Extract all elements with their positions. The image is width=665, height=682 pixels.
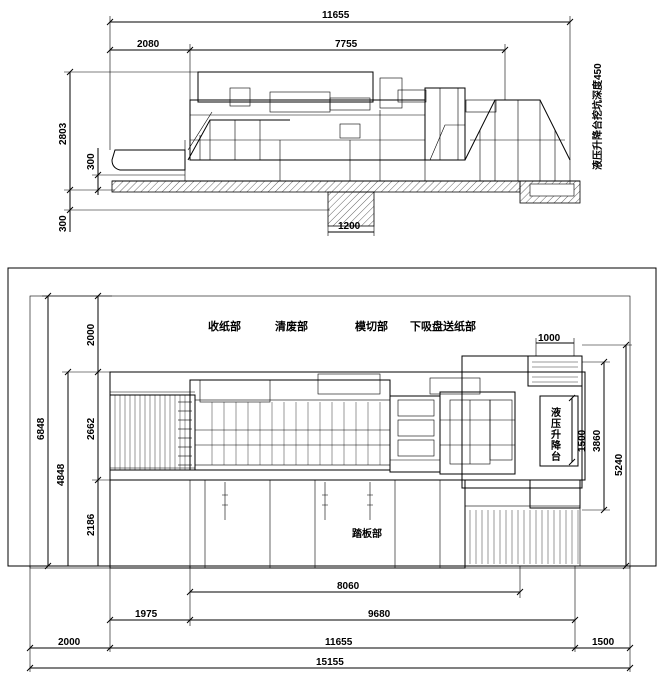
platform-plan: 踏板部 [109, 479, 466, 569]
dim-left-clearance-label: 2000 [58, 637, 81, 648]
elevation-view: 11655 2080 7755 2803 300 [58, 10, 604, 236]
lift-table-note: 液压升降台挖坑深度450 [591, 63, 604, 170]
dim-upper-part-label: 2662 [86, 417, 97, 440]
dim-height: 2803 300 [58, 68, 330, 232]
dim-machine-width-label: 4848 [56, 463, 67, 486]
lift-table-plan: 液压升降台 [461, 355, 583, 567]
plan-bottom-dims: 8060 1975 9680 2000 11655 1500 [26, 566, 634, 672]
dim-pit-width-label: 1200 [338, 221, 361, 232]
dim-sections: 2080 7755 [106, 39, 509, 140]
dim-frame-length-label: 9680 [368, 609, 391, 620]
main-body-plan [189, 373, 391, 471]
dim-feeder-width-label: 3860 [592, 429, 603, 452]
die-cutting-plan [389, 395, 441, 473]
dim-left-section-label: 2080 [137, 39, 160, 50]
dim-total-length: 11655 [106, 10, 574, 195]
section-label-feeder: 下吸盘送纸部 [410, 319, 476, 333]
machine-body-elevation [189, 71, 497, 181]
dim-floor-depth-label: 300 [86, 153, 97, 170]
dim-delivery-offset-label: 1975 [135, 609, 158, 620]
section-label-die-cutting: 模切部 [355, 319, 388, 333]
dim-overall-length-label: 15155 [316, 657, 344, 668]
section-label-platform: 踏板部 [352, 527, 382, 540]
delivery-conveyor-elevation [111, 140, 186, 181]
dim-room-width-label: 6848 [36, 417, 47, 440]
dim-pit-width: 1200 [327, 221, 375, 236]
dim-machine-length-label: 11655 [325, 637, 353, 648]
section-label-delivery: 收纸部 [208, 319, 241, 333]
dim-feeder-total-label: 5240 [614, 453, 625, 476]
dim-main-section-label: 7755 [335, 39, 358, 50]
dim-feeder-top-label: 1000 [538, 333, 561, 344]
dim-total-length-label: 11655 [322, 10, 350, 21]
plan-view: 6848 4848 2000 2662 2186 收纸部 清废部 模切部 下吸盘… [7, 267, 657, 672]
room-outline [7, 267, 657, 567]
dim-lower-part-label: 2186 [86, 513, 97, 536]
section-label-stripping: 清废部 [275, 319, 308, 333]
dim-floor-depth: 300 [86, 148, 112, 195]
foundation [111, 180, 581, 227]
delivery-rack [109, 394, 196, 471]
feeder-plan [429, 377, 516, 475]
machine-frame-plan [109, 371, 586, 481]
plan-right-dims: 1000 1500 3860 5240 [535, 333, 632, 570]
dim-height-label: 2803 [58, 122, 69, 145]
dim-platform-length-label: 8060 [337, 581, 360, 592]
lift-table-note-plan: 液压升降台 [551, 406, 562, 463]
dim-right-clearance-label: 1500 [592, 637, 615, 648]
plan-left-dims: 6848 4848 2000 2662 2186 [36, 292, 112, 570]
guard-railings-elevation [187, 99, 571, 181]
dim-top-margin-label: 2000 [86, 323, 97, 346]
dim-pit-depth-label: 300 [58, 215, 69, 232]
dim-feeder-inner-label: 1500 [577, 429, 588, 452]
